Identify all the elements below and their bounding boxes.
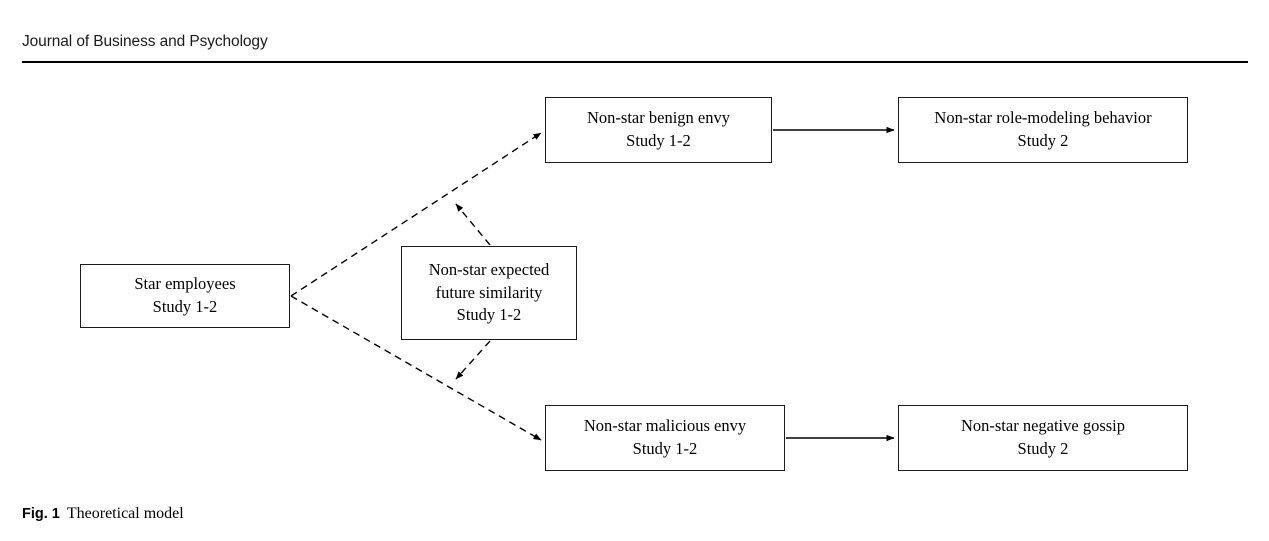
node-star-employees: Star employees Study 1-2 bbox=[80, 264, 290, 328]
node-negative-gossip-line1: Non-star negative gossip bbox=[960, 416, 1126, 436]
node-malicious-envy: Non-star malicious envy Study 1-2 bbox=[545, 405, 785, 471]
node-star-employees-line1: Star employees bbox=[134, 274, 236, 294]
node-role-modeling-behavior: Non-star role-modeling behavior Study 2 bbox=[898, 97, 1188, 163]
node-expected-similarity-line1: Non-star expected bbox=[428, 260, 550, 280]
node-benign-envy: Non-star benign envy Study 1-2 bbox=[545, 97, 772, 163]
journal-title: Journal of Business and Psychology bbox=[22, 33, 268, 50]
connector-star-to-malicious-envy bbox=[290, 295, 542, 441]
node-malicious-envy-line2: Study 1-2 bbox=[632, 439, 698, 458]
node-benign-envy-line1: Non-star benign envy bbox=[587, 108, 730, 128]
node-malicious-envy-line1: Non-star malicious envy bbox=[583, 416, 747, 436]
figure-caption: Fig. 1 Theoretical model bbox=[22, 505, 184, 523]
node-negative-gossip: Non-star negative gossip Study 2 bbox=[898, 405, 1188, 471]
node-expected-similarity: Non-star expected future similarity Stud… bbox=[401, 246, 577, 340]
node-negative-gossip-line2: Study 2 bbox=[1017, 439, 1069, 458]
figure-caption-label: Fig. 1 bbox=[22, 506, 60, 522]
node-role-modeling-line2: Study 2 bbox=[1017, 131, 1069, 150]
node-benign-envy-line2: Study 1-2 bbox=[626, 131, 691, 150]
node-expected-similarity-line3: Study 1-2 bbox=[456, 305, 522, 325]
node-star-employees-line2: Study 1-2 bbox=[152, 297, 218, 316]
node-role-modeling-line1: Non-star role-modeling behavior bbox=[934, 108, 1152, 128]
connector-similarity-moderates-benign bbox=[455, 203, 491, 246]
header-divider bbox=[22, 61, 1248, 63]
connector-similarity-moderates-malicious bbox=[455, 340, 491, 380]
figure-caption-text: Theoretical model bbox=[66, 505, 184, 522]
node-expected-similarity-line2: future similarity bbox=[435, 282, 543, 302]
connector-star-to-benign-envy bbox=[290, 132, 542, 297]
